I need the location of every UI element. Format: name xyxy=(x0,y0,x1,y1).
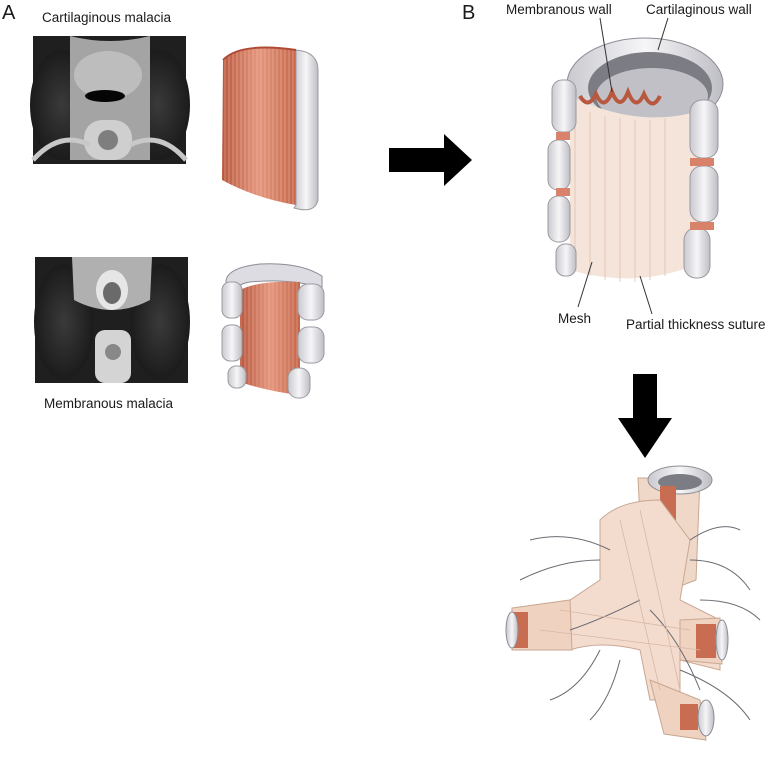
ct-scan-cartilaginous xyxy=(30,36,190,164)
panel-a-letter: A xyxy=(2,2,16,24)
membranous-malacia-caption: Membranous malacia xyxy=(44,396,174,411)
cartilaginous-malacia-caption: Cartilaginous malacia xyxy=(42,10,172,25)
partial-thickness-suture-label: Partial thickness suture xyxy=(626,317,766,332)
panel-b-letter: B xyxy=(462,2,476,24)
arrow-right xyxy=(389,134,472,186)
tube-membranous-malacia xyxy=(221,263,325,399)
tube-mesh-repair xyxy=(547,17,724,315)
arrow-down xyxy=(618,374,672,458)
ct-scan-membranous xyxy=(34,257,190,383)
tube-cartilaginous-malacia xyxy=(222,46,319,211)
mesh-label: Mesh xyxy=(558,311,592,326)
cartilaginous-wall-label: Cartilaginous wall xyxy=(646,2,752,17)
membranous-wall-label: Membranous wall xyxy=(506,2,612,17)
airway-bifurcation-repair xyxy=(505,465,761,741)
